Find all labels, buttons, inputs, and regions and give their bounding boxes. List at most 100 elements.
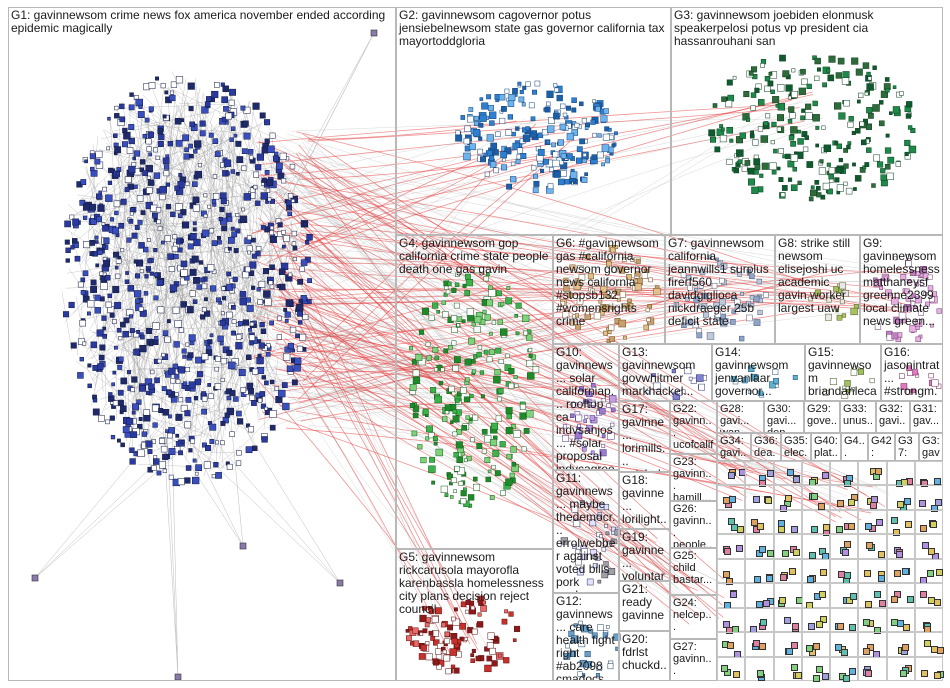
group-label: G21: ready gavinne...	[622, 582, 665, 631]
group-g37[interactable]: G37: gav...	[895, 433, 919, 461]
group-label: G2: gavinnewsom cagovernor potus jensieb…	[399, 8, 668, 48]
node	[863, 618, 871, 626]
group-g9[interactable]: G9: gavinnewsom homelessness matthaneysf…	[860, 235, 943, 344]
group-label: G6: #gavinnewsom gas #california newsom …	[556, 236, 663, 328]
edge	[236, 108, 254, 264]
edge	[121, 101, 177, 363]
group-g16[interactable]: G16: jasonintrat... #strongm... nhannahj…	[881, 344, 943, 401]
group-g20[interactable]: G20: fdrlst chuckd...	[619, 631, 670, 681]
edge	[98, 218, 187, 238]
node	[159, 186, 167, 194]
node	[181, 348, 187, 354]
inter-group-edge	[286, 233, 843, 519]
node	[721, 665, 729, 673]
node	[723, 548, 731, 556]
group-label: G13: gavinnewsom govwhitmer markhackel..…	[622, 345, 699, 398]
group-g6[interactable]: G6: #gavinnewsom gas #california newsom …	[553, 235, 665, 344]
inter-group-edge	[291, 162, 824, 274]
group-g25[interactable]: G25: child bastar...	[670, 548, 717, 595]
edge	[90, 214, 219, 245]
group-label: G28: gavi... wan...	[720, 403, 753, 433]
inter-group-edge	[250, 154, 547, 235]
group-label: G20: fdrlst chuckd...	[622, 632, 667, 681]
edge	[245, 209, 250, 211]
group-g33[interactable]: G33: unus...	[840, 401, 876, 433]
group-g19[interactable]: G19: gavinne... voluntar...	[619, 529, 670, 581]
group-g12[interactable]: G12: gavinnews... care health fight righ…	[553, 593, 619, 681]
group-g3x[interactable]: G3: gav...	[919, 433, 943, 461]
group-g23[interactable]: G23: gavinn... hamill...	[670, 454, 717, 501]
group-g17[interactable]: G17: gavinne... lorimills... notchak... …	[619, 401, 670, 472]
group-g7[interactable]: G7: gavinnewsom california jeannwills1 s…	[665, 235, 775, 344]
micro-group-cell	[801, 534, 830, 560]
node	[920, 670, 928, 678]
group-g15[interactable]: G15: gavinnewsom briandahleca vote...	[805, 344, 881, 401]
micro-group-cell	[914, 485, 943, 512]
group-g35[interactable]: G35: elec...	[781, 433, 811, 461]
inter-group-edge	[285, 361, 480, 381]
node	[822, 523, 830, 531]
inter-group-edge	[309, 224, 707, 284]
micro-group-cell	[773, 534, 802, 559]
micro-group-cell	[717, 656, 746, 681]
group-label: G30: gavi... dep...	[767, 403, 800, 433]
group-g1[interactable]: G1: gavinnewsom crime news fox america n…	[8, 7, 396, 681]
node	[102, 244, 106, 249]
micro-group-cell	[830, 558, 859, 584]
micro-group-grid	[717, 461, 944, 682]
group-g4x[interactable]: G4... dej...	[841, 433, 868, 461]
node	[262, 268, 270, 275]
group-g28[interactable]: G28: gavi... wan...	[717, 401, 764, 433]
group-g34[interactable]: G34: gavi...	[717, 433, 751, 461]
group-g21[interactable]: G21: ready gavinne...	[619, 581, 670, 631]
micro-group-cell	[830, 509, 859, 535]
group-g11[interactable]: G11: gavinnews... maybe thedemocr... err…	[553, 470, 619, 593]
group-g42[interactable]: G42: lyft...	[868, 433, 895, 461]
node	[933, 672, 941, 680]
group-g29[interactable]: G29: gove...	[804, 401, 840, 433]
node	[216, 235, 221, 240]
inter-group-edge	[302, 133, 886, 507]
group-g3[interactable]: G3: gavinnewsom joebiden elonmusk speake…	[671, 7, 943, 235]
group-g26[interactable]: G26: gavinn... people...	[670, 501, 717, 548]
group-g27[interactable]: G27: gavinn...	[670, 639, 717, 681]
group-g18[interactable]: G18: gavinne... lorilight... katieho...	[619, 472, 670, 529]
group-g36[interactable]: G36: dea...	[751, 433, 781, 461]
node	[786, 647, 794, 655]
group-g30[interactable]: G30: gavi... dep...	[764, 401, 804, 433]
group-g5[interactable]: G5: gavinnewsom rickcarusola mayorofla k…	[396, 549, 553, 681]
node	[923, 640, 931, 648]
group-g8[interactable]: G8: strike still newsom elisejoshi uc ac…	[775, 235, 860, 344]
group-g32[interactable]: G32: gavi...	[876, 401, 910, 433]
group-g24[interactable]: G24: nelcep...	[670, 595, 717, 639]
group-g14[interactable]: G14: gavinnewsom jenvanlaar governor...	[712, 344, 805, 401]
group-g4[interactable]: G4: gavinnewsom gop california crime sta…	[396, 235, 553, 549]
node	[765, 574, 773, 582]
group-g31[interactable]: G31: gav...	[910, 401, 943, 433]
micro-group-cell	[886, 583, 915, 608]
edge	[189, 404, 212, 410]
node	[878, 575, 886, 583]
inter-group-edge	[290, 99, 792, 256]
micro-group-cell	[858, 558, 887, 584]
edge	[265, 365, 277, 382]
group-g13[interactable]: G13: gavinnewsom govwhitmer markhackel..…	[619, 344, 712, 401]
group-label: G24: nelcep...	[673, 597, 712, 633]
edge	[132, 215, 245, 294]
node	[874, 468, 882, 476]
node	[198, 260, 204, 265]
edge	[89, 169, 183, 330]
node	[934, 498, 942, 506]
group-label: G42: lyft...	[871, 435, 892, 460]
node	[235, 140, 242, 147]
inter-group-edge	[301, 216, 862, 521]
group-g22[interactable]: G22: gavinn... ucofcalif...	[670, 401, 717, 454]
edge	[209, 149, 216, 447]
inter-group-edge	[275, 322, 743, 501]
group-g2[interactable]: G2: gavinnewsom cagovernor potus jensieb…	[396, 7, 671, 235]
group-g40[interactable]: G40: plat...	[811, 433, 841, 461]
group-g10[interactable]: G10: gavinnews... solar californiap... r…	[553, 344, 619, 470]
node	[129, 458, 136, 465]
node	[842, 675, 850, 682]
node	[83, 215, 88, 220]
